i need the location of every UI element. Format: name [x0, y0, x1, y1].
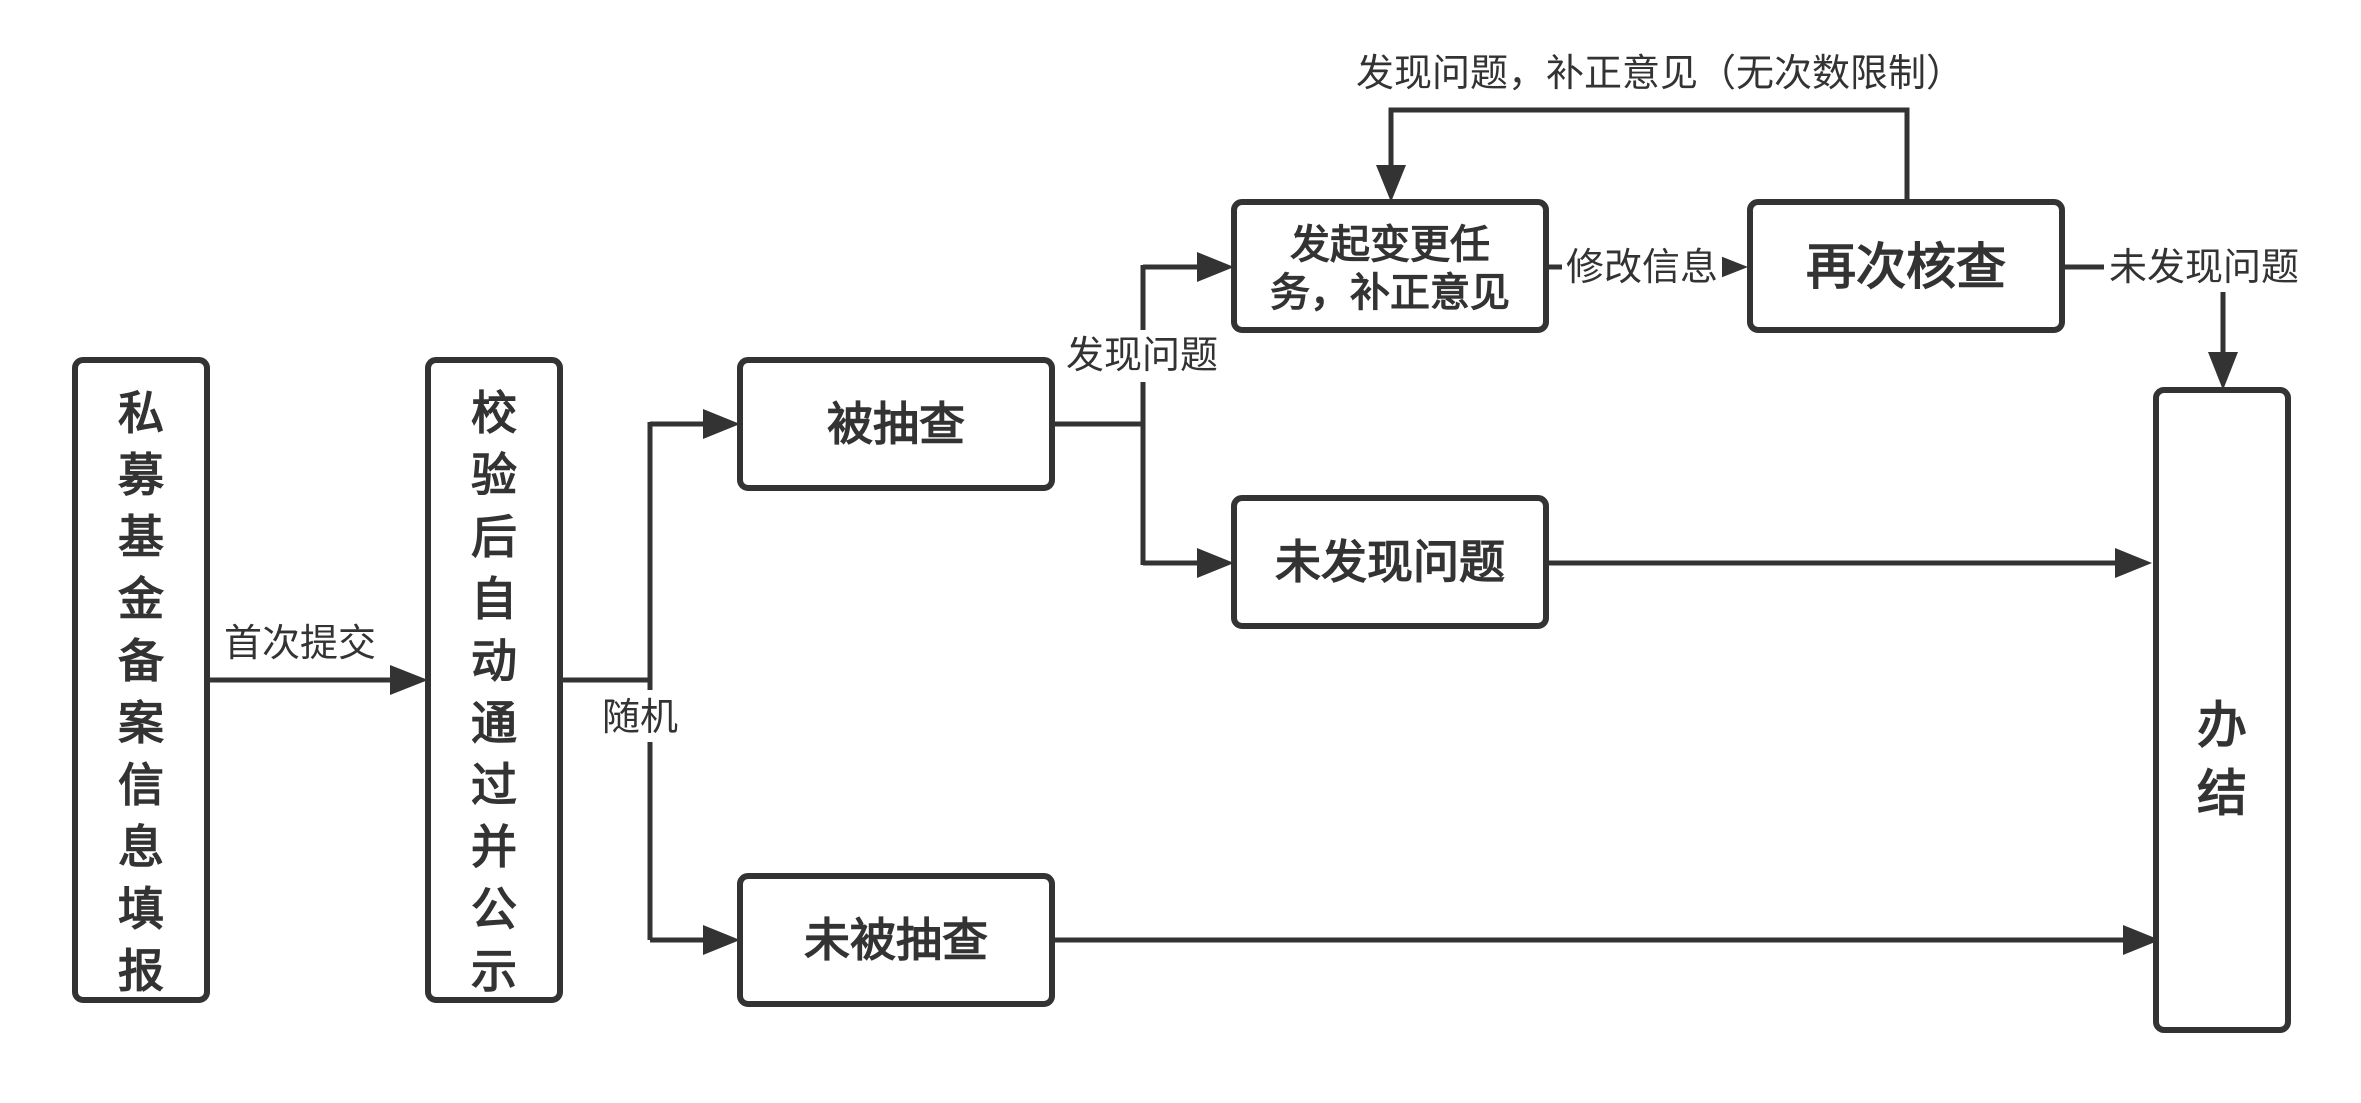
node-recheck-label: 再次核查: [1806, 238, 2006, 296]
node-not-sampled-label: 未被抽查: [804, 913, 988, 967]
vertical-char: 通: [471, 696, 517, 750]
nodes: 私募基金备案信息填报 校验后自动通过并公示 被抽查 未被抽查 发起变更任 务，补…: [72, 199, 2291, 1033]
node-no-issue-label: 未发现问题: [1275, 535, 1505, 589]
node-done-label: 办结: [2197, 697, 2247, 823]
vertical-char: 信: [118, 758, 164, 812]
vertical-char: 备: [118, 634, 165, 688]
vertical-char: 自: [471, 572, 517, 626]
edge-loop-back: [1388, 107, 1910, 200]
arrowhead-recheck-no-issue: [2208, 352, 2238, 390]
vertical-char: 填: [118, 882, 164, 936]
node-sampled-label: 被抽查: [827, 397, 965, 451]
vertical-char: 校: [471, 386, 517, 440]
arrowhead-first-submit: [390, 665, 428, 695]
vertical-char: 结: [2197, 765, 2247, 823]
arrowhead-loop-back: [1376, 165, 1406, 202]
arrowhead-to-no-issue: [1197, 548, 1234, 578]
node-auto-pass: 校验后自动通过并公示: [425, 357, 563, 1003]
arrowhead-to-not-sampled: [703, 925, 740, 955]
vertical-char: 办: [2197, 697, 2247, 755]
node-fill-in: 私募基金备案信息填报: [72, 357, 210, 1003]
vertical-char: 公: [471, 882, 517, 936]
vertical-char: 后: [471, 510, 517, 564]
node-auto-pass-label: 校验后自动通过并公示: [471, 386, 517, 998]
vertical-char: 示: [471, 944, 517, 998]
node-recheck: 再次核查: [1747, 199, 2065, 333]
node-not-sampled: 未被抽查: [737, 873, 1055, 1007]
node-no-issue: 未发现问题: [1231, 495, 1549, 629]
arrowhead-not-sampled-done: [2123, 925, 2160, 955]
edge-labels: 首次提交 随机 发现问题 修改信息 未发现问题 发现问题，补正意见（无次数限制）: [224, 51, 2304, 742]
edges: [208, 107, 2238, 955]
arrowhead-to-change-task: [1197, 252, 1234, 282]
vertical-char: 息: [118, 820, 164, 874]
label-loop-back: 发现问题，补正意见（无次数限制）: [1356, 51, 1964, 95]
vertical-char: 募: [117, 448, 165, 502]
label-modify-info-bg: [1562, 240, 1722, 292]
vertical-char: 私: [118, 386, 164, 440]
vertical-char: 案: [118, 696, 165, 750]
arrowhead-to-sampled: [703, 409, 740, 439]
node-change-task-label-line2: 务，补正意见: [1270, 270, 1510, 316]
vertical-char: 动: [471, 634, 517, 688]
node-sampled: 被抽查: [737, 357, 1055, 491]
node-change-task: 发起变更任 务，补正意见: [1231, 199, 1549, 333]
node-done: 办结: [2153, 387, 2291, 1033]
label-issue-found-bg: [1062, 330, 1222, 382]
node-change-task-label-line1: 发起变更任: [1290, 222, 1490, 268]
label-random: 随机: [602, 695, 678, 739]
label-modify-info: 修改信息: [1566, 245, 1718, 289]
node-fill-in-label: 私募基金备案信息填报: [117, 386, 165, 998]
vertical-char: 验: [471, 448, 517, 502]
vertical-char: 金: [117, 572, 165, 626]
label-issue-found: 发现问题: [1066, 333, 1218, 377]
vertical-char: 基: [118, 510, 164, 564]
vertical-char: 报: [118, 944, 164, 998]
label-random-bg: [600, 690, 680, 742]
label-recheck-no-issue-bg: [2104, 240, 2304, 292]
vertical-char: 过: [471, 758, 517, 812]
vertical-char: 并: [471, 820, 517, 874]
arrowhead-no-issue-done: [2115, 548, 2152, 578]
label-recheck-no-issue: 未发现问题: [2109, 245, 2299, 289]
label-first-submit: 首次提交: [224, 621, 376, 665]
